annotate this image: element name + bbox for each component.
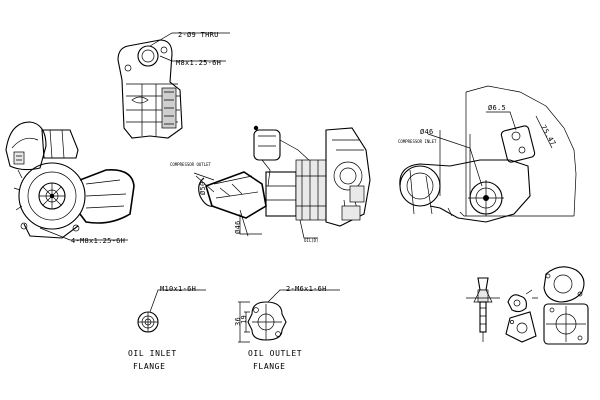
oil-inlet-thread-label: M10x1-6H xyxy=(160,285,196,293)
oil-outlet-dim-a: 36 xyxy=(234,317,242,326)
turbo-front-view xyxy=(399,85,577,223)
turbine-inlet-studs-label: 4-M8x1.25-6H xyxy=(71,237,125,245)
actuator-dia-label: Ø6.5 xyxy=(488,104,506,112)
gasket-top xyxy=(543,266,585,303)
oil-inlet-caption-line1: OIL INLET xyxy=(128,349,177,358)
oil-outlet-dim-b: 19 xyxy=(240,315,248,324)
oil-outlet-flange xyxy=(238,289,340,343)
gasket-square xyxy=(543,303,589,345)
oil-dia-label: Ø46 xyxy=(234,220,242,234)
compressor-outlet-dia-label: Ø50 xyxy=(199,181,207,195)
oil-outlet-thread-label: 2-M6x1-6H xyxy=(286,285,327,293)
oil-inlet-flange xyxy=(137,289,206,333)
oil-inlet-caption-line2: FLANGE xyxy=(133,362,166,371)
compressor-inlet-dia-label: Ø46 xyxy=(420,128,434,136)
thru-holes-label: 2-Ø9 THRU xyxy=(178,31,219,39)
turbine-side-view xyxy=(5,121,135,241)
syringe-tool xyxy=(466,277,500,342)
oil-outlet-caption-line2: FLANGE xyxy=(253,362,286,371)
compressor-outlet-note: COMPRESSOR OUTLET xyxy=(170,162,212,167)
oil-outlet-caption-line1: OIL OUTLET xyxy=(248,349,302,358)
gasket-triangle xyxy=(505,311,537,343)
oil-sub-label: OIL(D) xyxy=(304,238,318,243)
compressor-inlet-note: COMPRESSOR INLET xyxy=(398,139,437,144)
outlet-thread-label: M8x1.25-6H xyxy=(176,59,221,67)
actuator-dim-label: 75.47 xyxy=(539,124,557,148)
turbine-outlet-view xyxy=(117,32,230,139)
turbo-side-elevation xyxy=(193,125,371,239)
gasket-small xyxy=(507,289,538,313)
